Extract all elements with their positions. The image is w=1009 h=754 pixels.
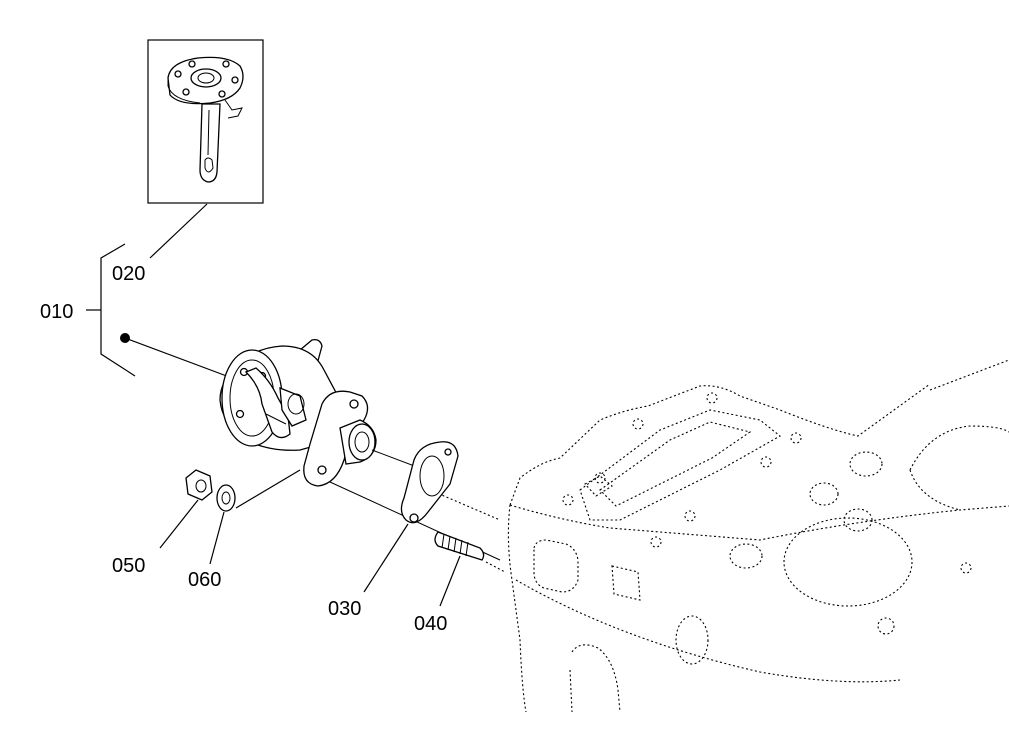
leader-020 bbox=[149, 203, 208, 259]
nut-050 bbox=[185, 469, 213, 501]
leader-010 bbox=[124, 337, 233, 379]
label-040: 040 bbox=[414, 613, 447, 635]
leader-030 bbox=[363, 523, 409, 593]
bracket-010 bbox=[86, 243, 136, 377]
engine-block bbox=[507, 359, 1009, 713]
leader-060 bbox=[209, 511, 225, 565]
label-020: 020 bbox=[112, 263, 145, 285]
leader-040 bbox=[439, 555, 461, 607]
leader-050 bbox=[159, 499, 199, 549]
label-010: 010 bbox=[40, 301, 73, 323]
label-030: 030 bbox=[328, 598, 361, 620]
label-050: 050 bbox=[112, 555, 145, 577]
washer-060 bbox=[216, 469, 301, 512]
detail-inset-020 bbox=[147, 39, 264, 204]
stud-040 bbox=[434, 531, 485, 561]
gasket-030 bbox=[400, 441, 459, 524]
fuel-pump bbox=[219, 338, 377, 487]
label-060: 060 bbox=[188, 569, 221, 591]
